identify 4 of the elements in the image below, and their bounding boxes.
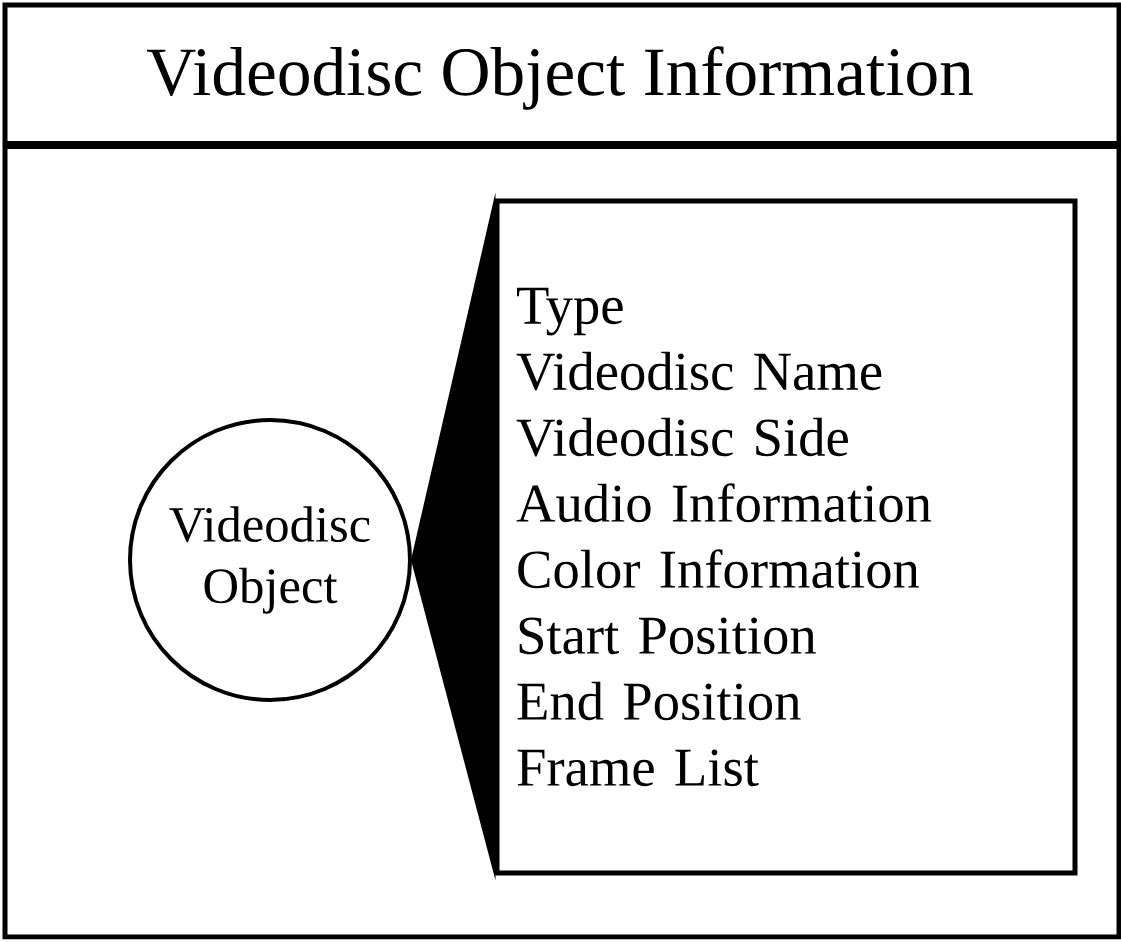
title: Videodisc Object Information xyxy=(147,46,973,110)
circle-node: Videodisc Object xyxy=(128,418,412,702)
attribute-box: Type Videodisc Name Videodisc Side Audio Information Color Information Start Position End Position Frame List xyxy=(494,198,1078,876)
expansion-wedge xyxy=(410,192,496,881)
